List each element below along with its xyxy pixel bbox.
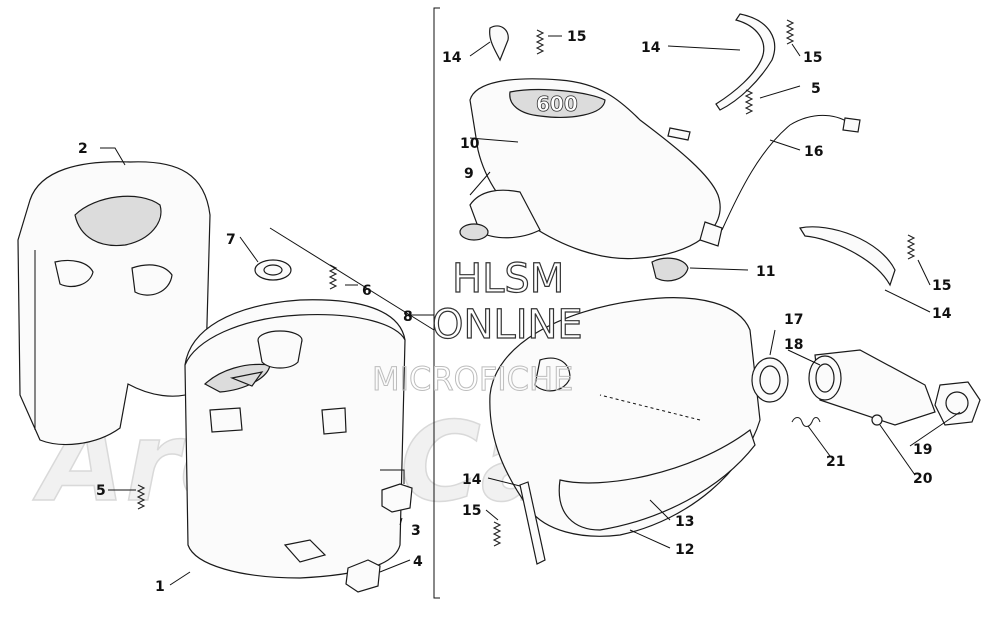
callout-15-a: 15 xyxy=(567,29,586,45)
callout-2: 2 xyxy=(78,141,88,157)
callout-3: 3 xyxy=(411,523,421,539)
callout-14-a: 14 xyxy=(442,50,462,66)
spring-5a xyxy=(136,484,146,510)
callout-6: 6 xyxy=(362,283,372,299)
callout-21: 21 xyxy=(826,454,845,470)
nut-20 xyxy=(871,414,883,426)
callout-20: 20 xyxy=(913,471,933,487)
spring-15a xyxy=(535,29,545,55)
spring-15c xyxy=(906,234,916,260)
clamp-band-14b xyxy=(715,13,776,111)
egt-sensor-16 xyxy=(721,114,861,231)
spring-21 xyxy=(791,416,821,428)
callout-5-right: 5 xyxy=(811,81,821,97)
spring-5b xyxy=(744,89,754,115)
muffler-body xyxy=(184,299,406,579)
callout-5-left: 5 xyxy=(96,483,106,499)
silencer-shell xyxy=(489,221,761,537)
clamp-band-14a xyxy=(489,25,509,62)
callout-17: 17 xyxy=(784,312,803,328)
callout-10: 10 xyxy=(460,136,480,152)
callout-15-c: 15 xyxy=(932,278,951,294)
callout-11: 11 xyxy=(756,264,775,280)
callout-15-d: 15 xyxy=(462,503,481,519)
spring-15d xyxy=(492,521,502,547)
clamp-ring-17 xyxy=(751,357,789,403)
callout-7: 7 xyxy=(226,232,236,248)
expansion-chamber: 600 xyxy=(469,78,721,260)
grommet-7 xyxy=(254,259,292,281)
callout-14-b: 14 xyxy=(641,40,661,56)
watermark-line-2: ONLINE xyxy=(432,302,583,348)
callout-16: 16 xyxy=(804,144,823,160)
callout-13: 13 xyxy=(675,514,694,530)
callout-18: 18 xyxy=(784,337,803,353)
spring-15b xyxy=(785,19,795,45)
watermark-line-3: MICROFICHE xyxy=(372,360,573,398)
watermark-line-1: HLSM xyxy=(452,256,564,302)
flange-pipe-18 xyxy=(808,349,936,426)
callout-4: 4 xyxy=(413,554,423,570)
clamp-band-14d xyxy=(519,481,546,565)
callout-19: 19 xyxy=(913,442,932,458)
callout-12: 12 xyxy=(675,542,694,558)
mount-bracket-4 xyxy=(345,559,381,593)
clamp-band-14c xyxy=(799,226,896,287)
mount-bracket-3 xyxy=(381,483,413,513)
heat-shield-cover xyxy=(17,161,211,446)
callout-1: 1 xyxy=(155,579,165,595)
elbow-pipe xyxy=(459,189,541,241)
part-marking-600: 600 xyxy=(536,92,578,116)
callout-14-d: 14 xyxy=(462,472,482,488)
gasket-19 xyxy=(934,381,981,426)
spring-6 xyxy=(328,264,338,290)
callout-15-b: 15 xyxy=(803,50,822,66)
group-bracket-8 xyxy=(433,7,440,599)
callout-14-c: 14 xyxy=(932,306,952,322)
callout-9: 9 xyxy=(464,166,474,182)
callout-8: 8 xyxy=(403,309,413,325)
